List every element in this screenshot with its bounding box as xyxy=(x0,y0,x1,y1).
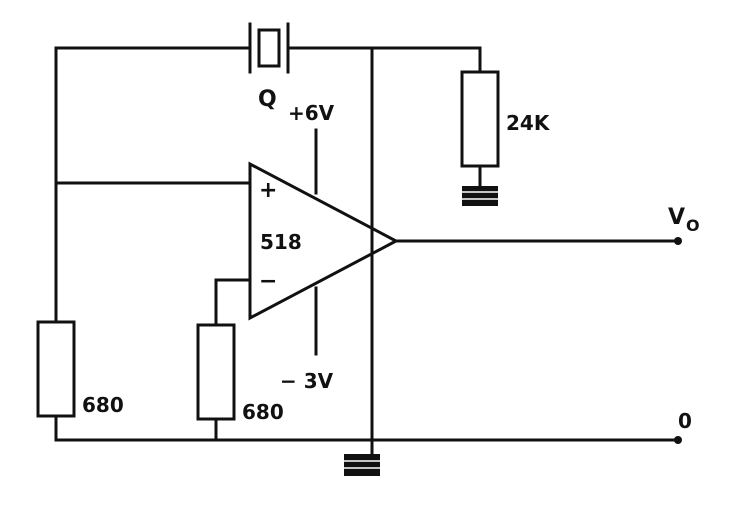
ground-label: 0 xyxy=(678,409,692,433)
crystal-label: Q xyxy=(258,87,277,112)
resistor-mid-label: 680 xyxy=(242,400,284,424)
opamp-minus-sign: − xyxy=(259,269,277,294)
output-terminal xyxy=(674,237,682,245)
vout-subscript: O xyxy=(686,216,700,235)
resistor-24k-label: 24K xyxy=(506,111,551,135)
resistor-left-680 xyxy=(36,320,76,418)
ground-symbol-bottom xyxy=(344,454,380,476)
ground-terminal xyxy=(674,436,682,444)
resistor-mid-680 xyxy=(196,323,236,421)
ground-symbol-top xyxy=(462,186,498,206)
opamp-518 xyxy=(248,161,400,321)
opamp-label: 518 xyxy=(260,230,302,254)
vpos-label: +6V xyxy=(288,101,335,125)
resistor-24k xyxy=(460,70,500,168)
resistor-left-label: 680 xyxy=(82,393,124,417)
vout-label: V xyxy=(668,205,685,230)
opamp-plus-sign: + xyxy=(259,178,277,203)
vneg-label: − 3V xyxy=(280,369,334,393)
crystal-q xyxy=(248,22,290,74)
